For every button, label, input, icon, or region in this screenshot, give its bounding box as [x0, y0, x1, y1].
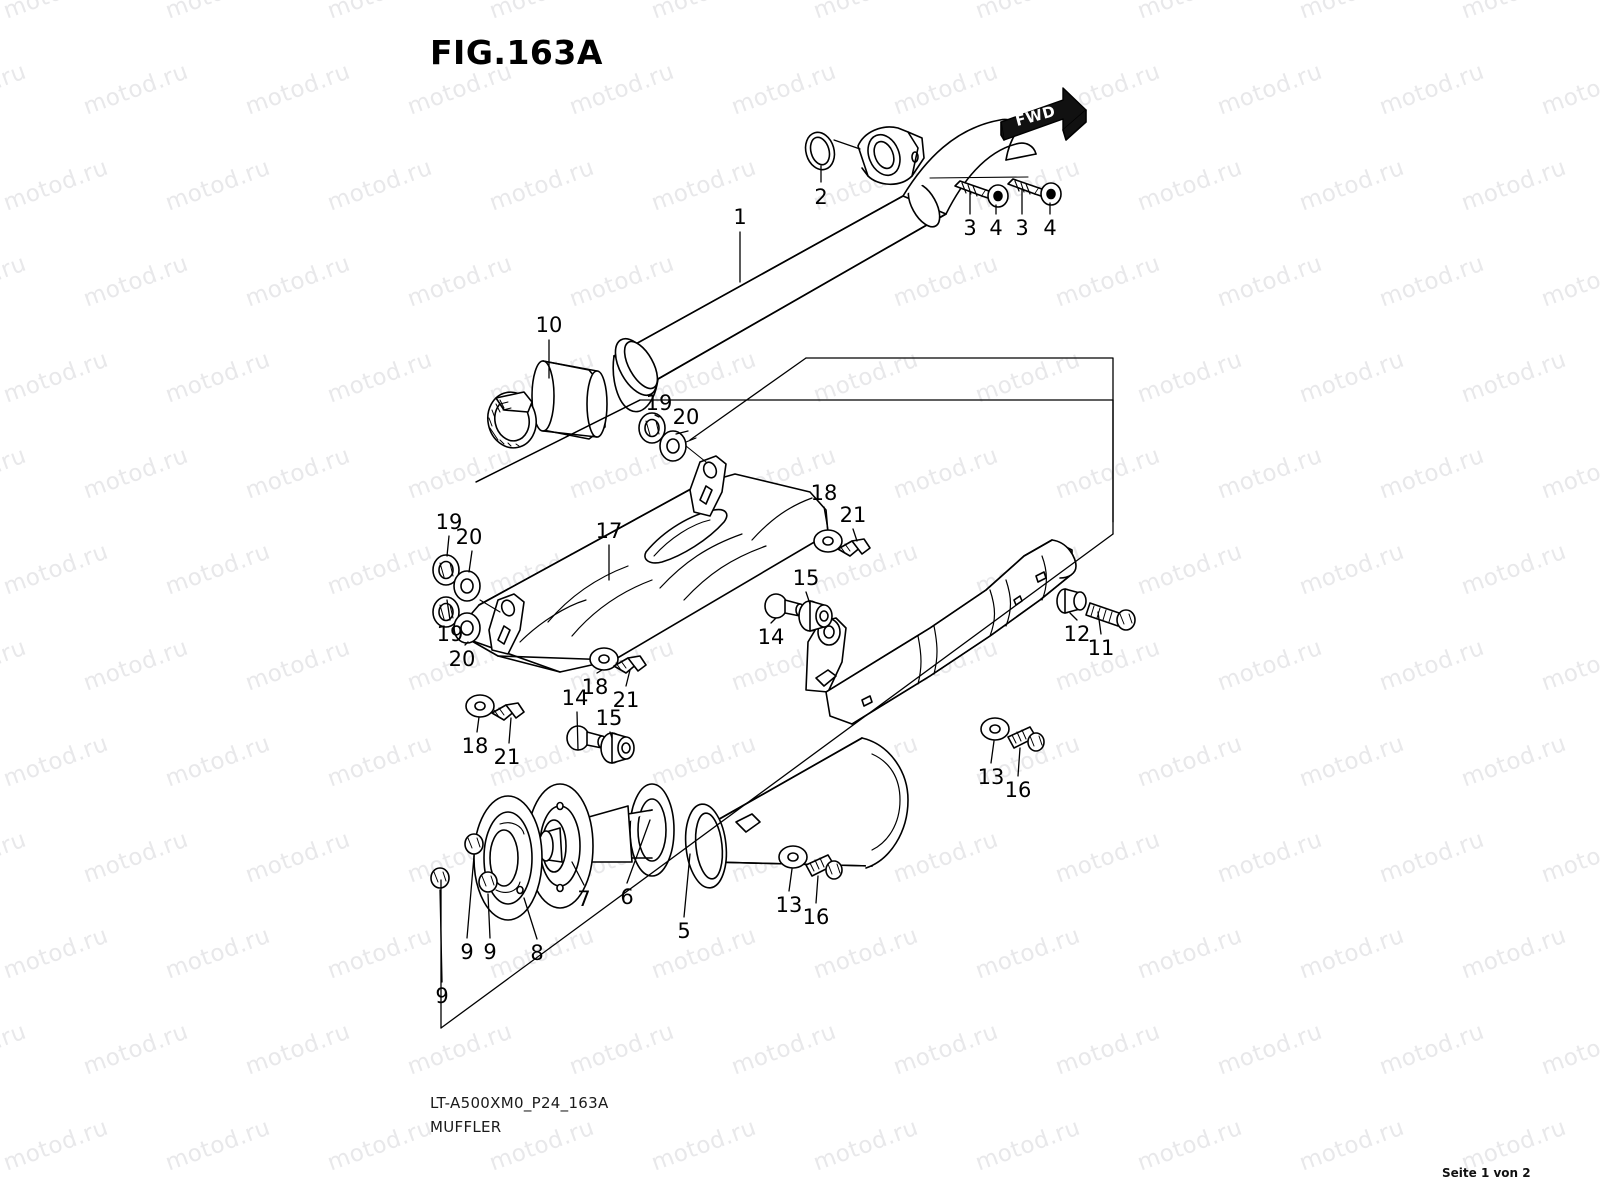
callout-number-13: 13 [977, 765, 1005, 789]
callout-number-12: 12 [1063, 622, 1091, 646]
callout-number-15: 15 [792, 566, 820, 590]
page-indicator: Seite 1 von 2 [1442, 1166, 1531, 1180]
callout-number-14: 14 [561, 686, 589, 710]
part-19-grommet-upper [638, 412, 666, 444]
callout-number-9: 9 [460, 940, 474, 964]
part-17-heat-shield [465, 455, 829, 673]
part-21-bolt-c [491, 702, 525, 721]
part-16-bolt-a [1007, 726, 1045, 752]
leader-lines [439, 165, 1102, 983]
callout-number-7: 7 [577, 887, 591, 911]
callout-number-4: 4 [989, 216, 1003, 240]
part-16-bolt-b [805, 854, 843, 880]
part-21-bolt-b [613, 655, 647, 674]
callout-number-1: 1 [733, 205, 747, 229]
part-15-bushing-a [798, 600, 833, 632]
callout-number-19: 19 [436, 622, 464, 646]
part-18-washer-b [589, 647, 619, 671]
part-4-nut-a [987, 184, 1009, 208]
callout-number-3: 3 [963, 216, 977, 240]
part-5-muffler-body [684, 617, 909, 889]
callout-number-19: 19 [435, 510, 463, 534]
callout-number-18: 18 [461, 734, 489, 758]
callout-number-20: 20 [455, 525, 483, 549]
callout-number-18: 18 [581, 675, 609, 699]
part-9-cap-nut-a [464, 833, 484, 855]
callout-number-14: 14 [757, 625, 785, 649]
callout-number-21: 21 [612, 688, 640, 712]
callout-number-20: 20 [448, 647, 476, 671]
part-13-washer-a [980, 717, 1010, 741]
diagram-code-caption: LT-A500XM0_P24_163A [430, 1094, 609, 1112]
fwd-arrow-marker [1000, 87, 1087, 141]
heat-shield-tab-lower [488, 593, 525, 655]
page-title: FIG.163A [430, 33, 603, 72]
callout-number-5: 5 [677, 919, 691, 943]
part-12-spacer-collar [1056, 588, 1087, 614]
callout-number-11: 11 [1087, 636, 1115, 660]
part-11-mounting-bolt [1085, 602, 1136, 631]
exhaust-flange [857, 126, 925, 186]
part-10-hose-clamp [487, 391, 537, 449]
part-10-connector-sleeve [531, 360, 608, 440]
callout-number-9: 9 [435, 984, 449, 1008]
callout-number-17: 17 [595, 519, 623, 543]
part-19-grommet-left-a [432, 554, 460, 586]
part-20-collar-upper [659, 430, 697, 462]
part-21-bolt-a [837, 538, 871, 557]
part-9-cap-nut-c [478, 871, 498, 893]
part-18-washer-c [465, 694, 495, 718]
callout-number-3: 3 [1015, 216, 1029, 240]
part-4-nut-b [1040, 182, 1062, 206]
callout-number-21: 21 [839, 503, 867, 527]
callout-number-8: 8 [530, 941, 544, 965]
callout-number-4: 4 [1043, 216, 1057, 240]
part-8-muffler-end-cap [473, 795, 543, 921]
assembly-boundaries [440, 357, 1114, 1029]
callout-number-21: 21 [493, 745, 521, 769]
part-14-shoulder-bolt-a [764, 593, 805, 619]
callout-number-6: 6 [620, 885, 634, 909]
part-20-collar-left-a [453, 570, 481, 602]
callout-number-9: 9 [483, 940, 497, 964]
callout-number-2: 2 [814, 185, 828, 209]
heat-shield-tab-upper [689, 455, 727, 517]
part-15-bushing-b [600, 732, 635, 764]
tail-pipe-right [825, 539, 1077, 725]
callout-number-15: 15 [595, 706, 623, 730]
callout-number-13: 13 [775, 893, 803, 917]
callout-number-18: 18 [810, 481, 838, 505]
callout-number-16: 16 [1004, 778, 1032, 802]
part-13-washer-b [778, 845, 808, 869]
callout-number-20: 20 [672, 405, 700, 429]
callout-number-10: 10 [535, 313, 563, 337]
callout-number-16: 16 [802, 905, 830, 929]
part-9-cap-nut-b [430, 867, 450, 889]
part-2-exhaust-gasket [804, 131, 861, 171]
diagram-name-caption: MUFFLER [430, 1118, 502, 1136]
callout-number-19: 19 [645, 391, 673, 415]
